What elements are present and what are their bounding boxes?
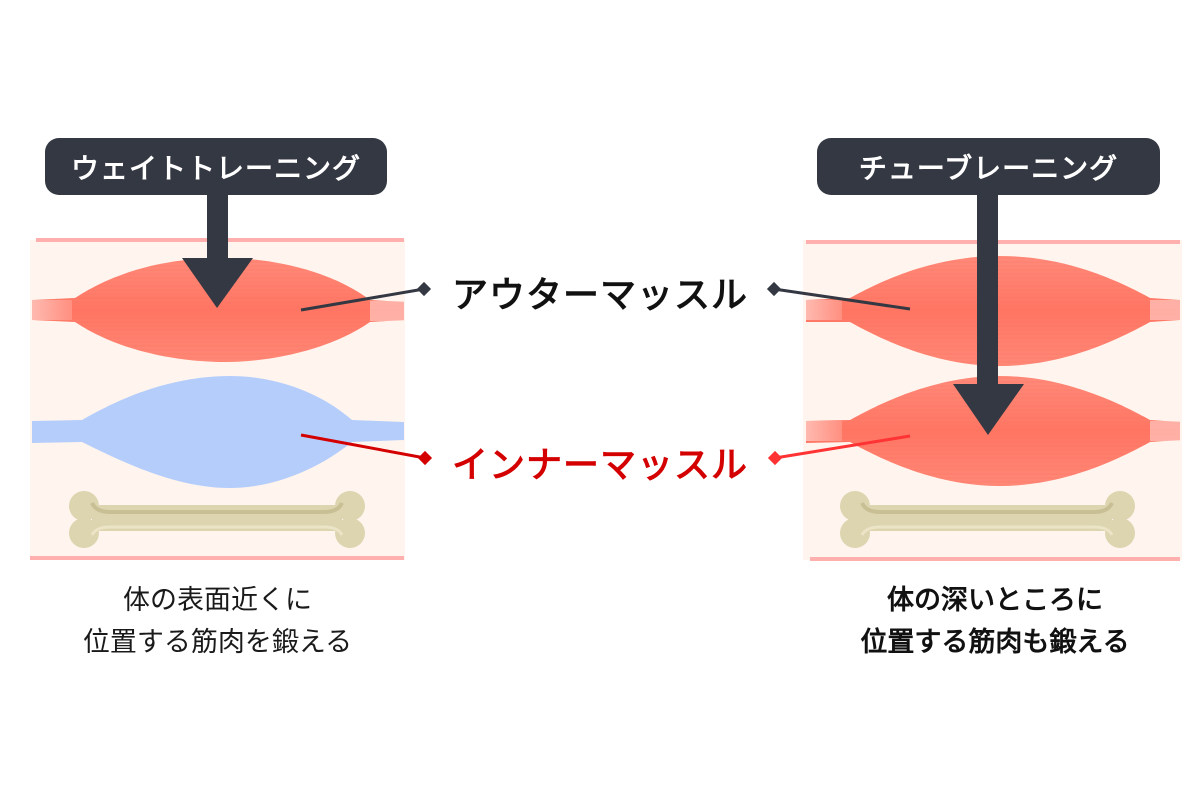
left-bone [69,491,365,548]
right-caption-line1: 体の深いところに [887,585,1103,616]
right-force-arrow-icon [953,190,1024,435]
left-skin-bottom-line [30,556,404,560]
left-caption-line1: 体の表面近くに [123,585,312,616]
tube-training-title: チューブレーニング [858,151,1119,185]
inner-muscle-label: インナーマッスル [451,445,748,486]
right-caption: 体の深いところに 位置する筋肉も鍛える [790,580,1200,664]
outer-leader-lines [300,281,911,312]
right-skin-bottom-line [810,557,1180,561]
left-inner-muscle [32,376,404,488]
left-outer-muscle [32,258,404,362]
inner-leader-lines [300,433,911,466]
weight-training-label: ウェイトトレーニング [45,138,387,195]
right-caption-line2: 位置する筋肉も鍛える [860,627,1130,658]
weight-training-title: ウェイトトレーニング [70,151,361,185]
outer-muscle-label: アウターマッスル [451,275,748,316]
left-force-arrow-icon [182,190,253,308]
right-bone [840,491,1135,548]
left-caption-line2: 位置する筋肉を鍛える [82,627,353,658]
left-caption: 体の表面近くに 位置する筋肉を鍛える [30,580,405,664]
tube-training-label: チューブレーニング [817,138,1160,195]
right-inner-muscle [806,376,1180,486]
